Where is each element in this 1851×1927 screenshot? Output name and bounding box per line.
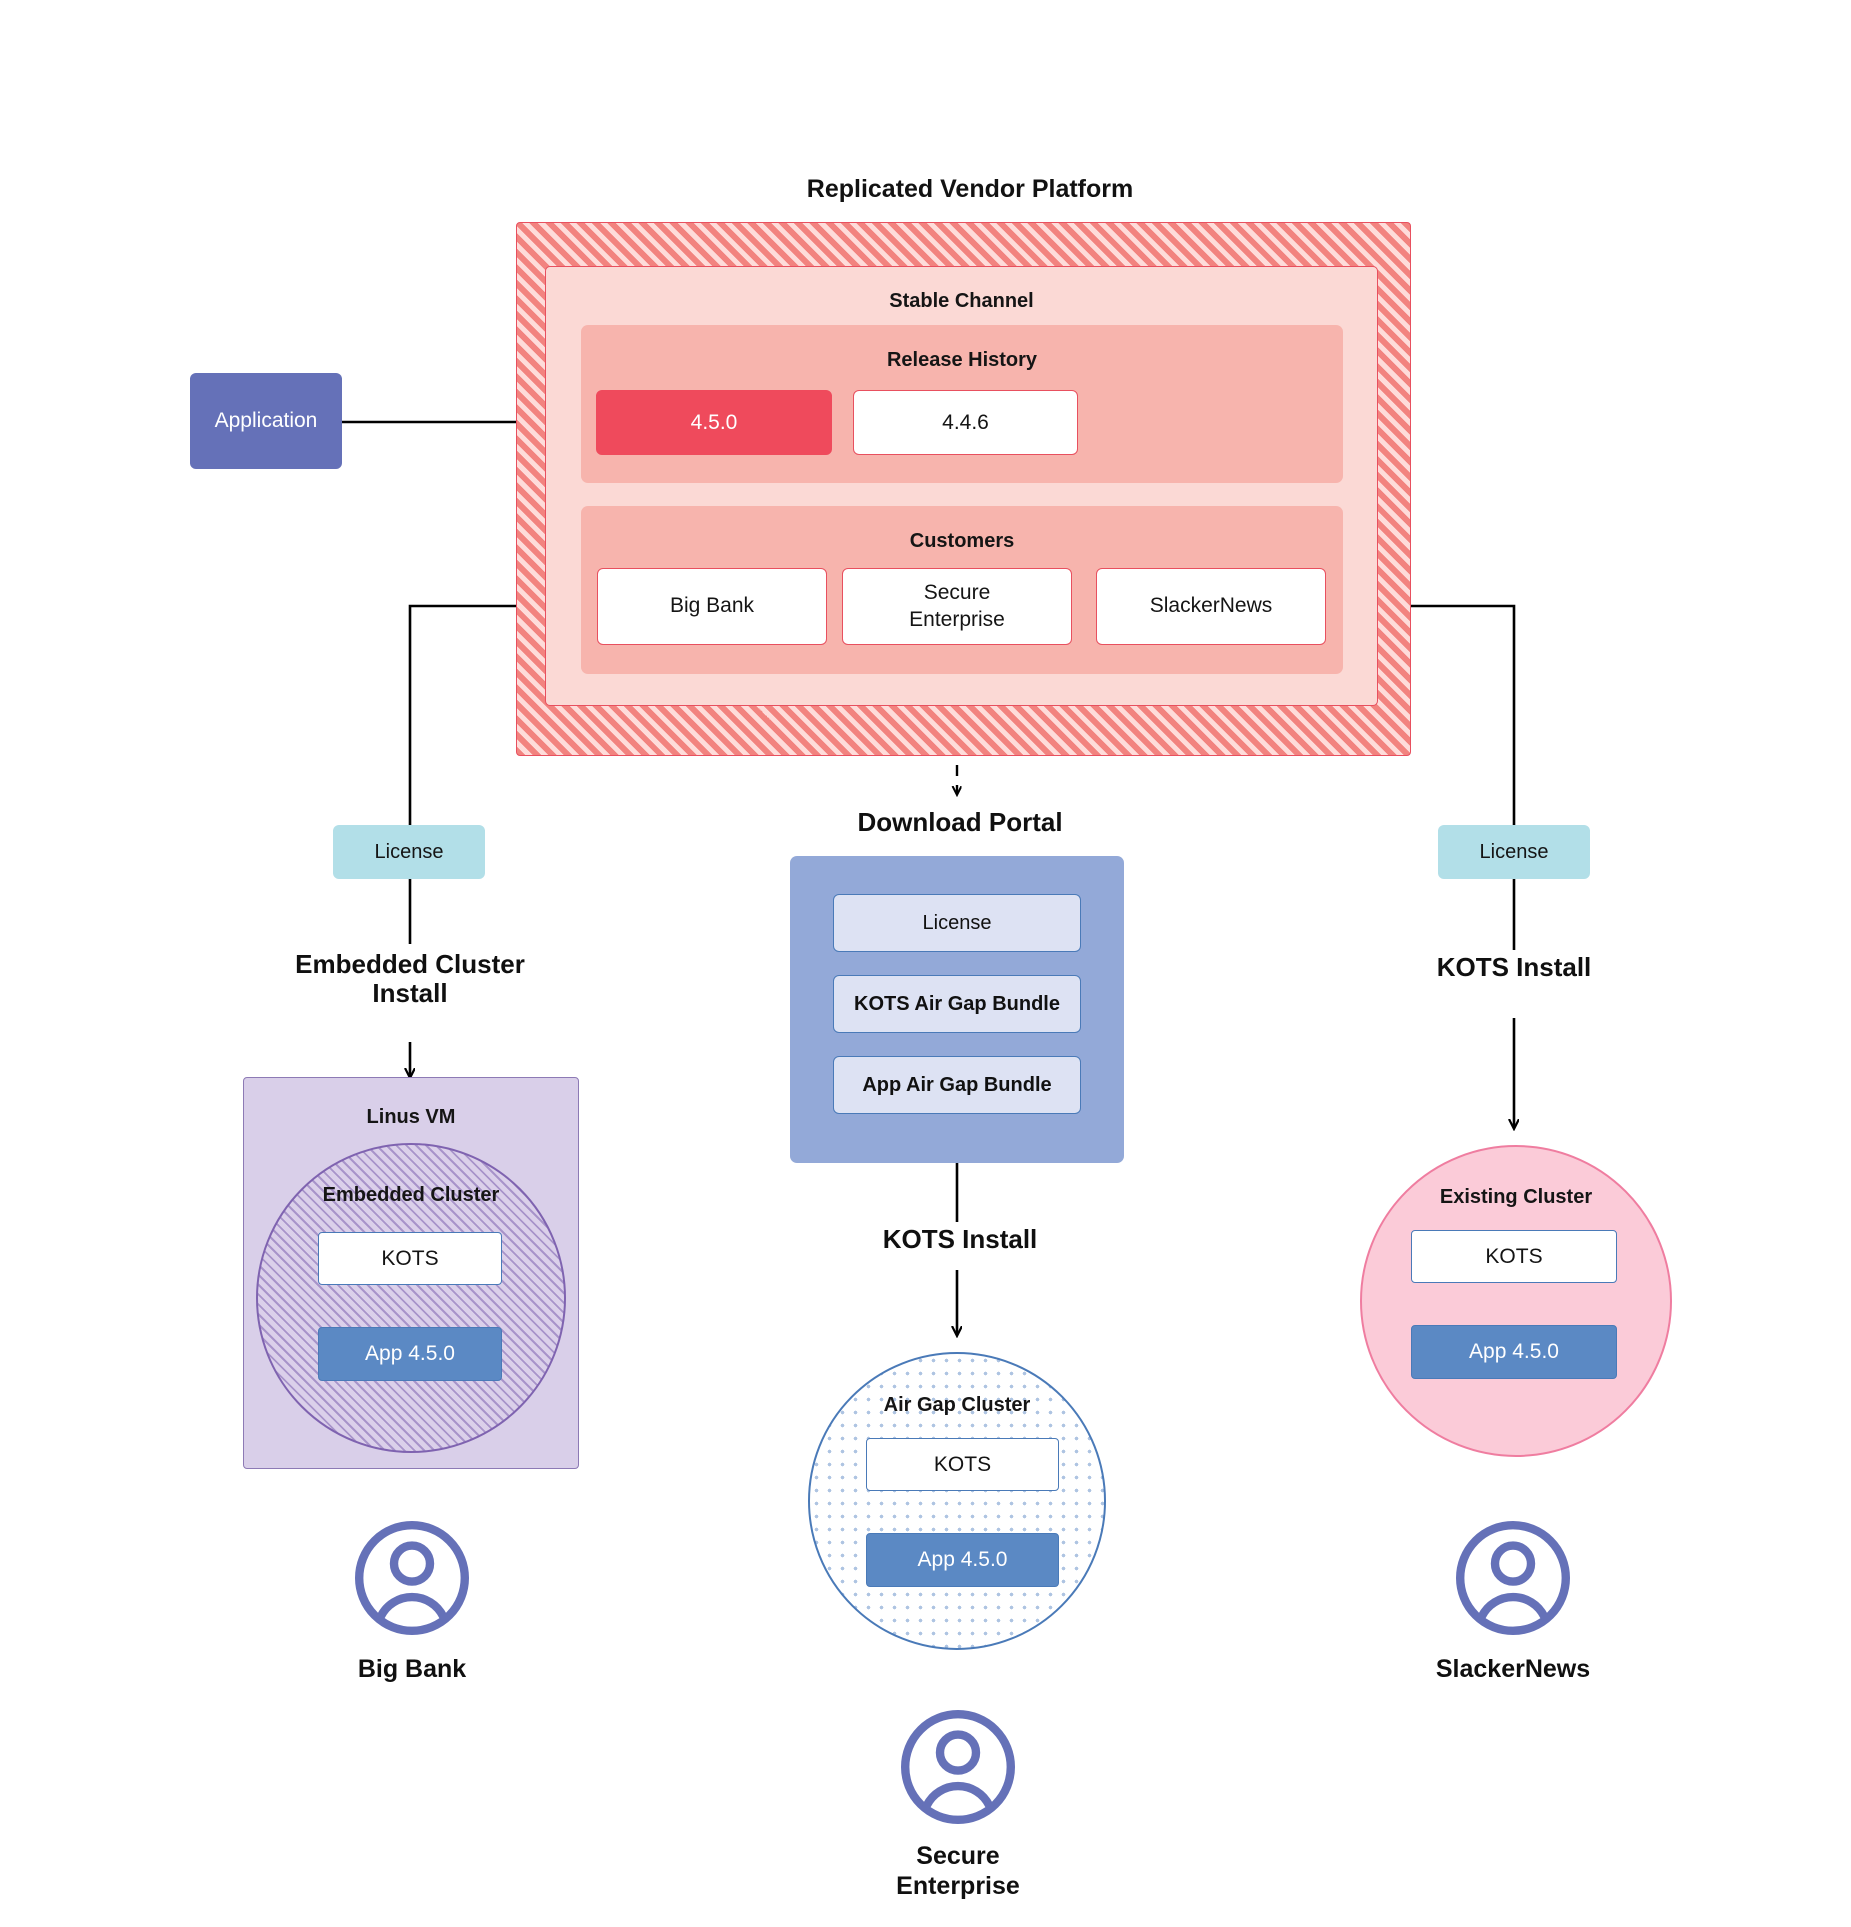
kots-install-label-center: KOTS Install bbox=[882, 1224, 1038, 1255]
linux-vm-title: Linus VM bbox=[366, 1105, 456, 1128]
user-avatar-icon bbox=[901, 1710, 1015, 1824]
stable-channel-label: Stable Channel bbox=[889, 289, 1034, 312]
air-gap-cluster-circle bbox=[808, 1352, 1106, 1650]
persona-avatar-secure-enterprise bbox=[898, 1707, 1018, 1827]
app-version-box-airgap[interactable]: App 4.5.0 bbox=[866, 1533, 1059, 1587]
kots-box-embedded[interactable]: KOTS bbox=[318, 1232, 502, 1285]
embedded-cluster-circle bbox=[256, 1143, 566, 1453]
customer-card-slackernews[interactable]: SlackerNews bbox=[1096, 568, 1326, 645]
customer-card-big-bank[interactable]: Big Bank bbox=[597, 568, 827, 645]
portal-item-kots-air-gap-bundle[interactable]: KOTS Air Gap Bundle bbox=[833, 975, 1081, 1033]
application-box[interactable]: Application bbox=[190, 373, 342, 469]
persona-label-secure-enterprise: Secure Enterprise bbox=[896, 1842, 1020, 1900]
download-portal-title: Download Portal bbox=[857, 807, 1063, 838]
user-avatar-icon bbox=[1456, 1521, 1570, 1635]
license-chip-right[interactable]: License bbox=[1438, 825, 1590, 879]
kots-install-label-right: KOTS Install bbox=[1436, 952, 1592, 983]
embedded-cluster-install-label: Embedded Cluster Install bbox=[295, 948, 525, 1008]
persona-avatar-big-bank bbox=[352, 1518, 472, 1638]
persona-label-slackernews: SlackerNews bbox=[1435, 1655, 1591, 1683]
embedded-cluster-title: Embedded Cluster bbox=[322, 1183, 500, 1206]
persona-avatar-slackernews bbox=[1453, 1518, 1573, 1638]
release-item-current[interactable]: 4.5.0 bbox=[596, 390, 832, 455]
customer-card-secure-enterprise[interactable]: Secure Enterprise bbox=[842, 568, 1072, 645]
portal-item-app-air-gap-bundle[interactable]: App Air Gap Bundle bbox=[833, 1056, 1081, 1114]
user-avatar-icon bbox=[355, 1521, 469, 1635]
release-history-label: Release History bbox=[886, 348, 1038, 371]
existing-cluster-title: Existing Cluster bbox=[1439, 1185, 1593, 1208]
customers-label: Customers bbox=[909, 529, 1015, 552]
license-chip-left[interactable]: License bbox=[333, 825, 485, 879]
app-version-box-existing[interactable]: App 4.5.0 bbox=[1411, 1325, 1617, 1379]
portal-item-license[interactable]: License bbox=[833, 894, 1081, 952]
app-version-box-embedded[interactable]: App 4.5.0 bbox=[318, 1327, 502, 1381]
air-gap-cluster-title: Air Gap Cluster bbox=[883, 1393, 1031, 1416]
existing-cluster-circle bbox=[1360, 1145, 1672, 1457]
persona-label-big-bank: Big Bank bbox=[357, 1655, 467, 1683]
diagram-title: Replicated Vendor Platform bbox=[806, 174, 1134, 203]
release-item-past[interactable]: 4.4.6 bbox=[853, 390, 1078, 455]
kots-box-airgap[interactable]: KOTS bbox=[866, 1438, 1059, 1491]
kots-box-existing[interactable]: KOTS bbox=[1411, 1230, 1617, 1283]
